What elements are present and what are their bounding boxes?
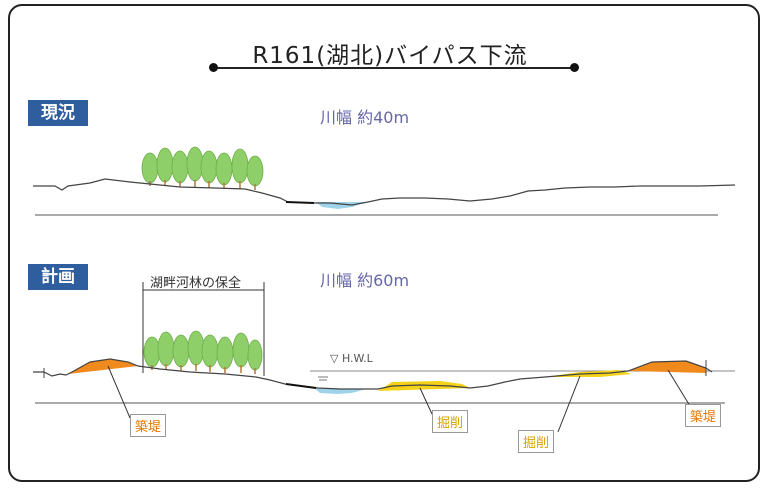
- current-river-width: 川幅 約40m: [320, 108, 410, 127]
- forest-preservation-label: 湖畔河林の保全: [150, 276, 242, 291]
- title-underline: [212, 67, 576, 69]
- plan-badge: 計画: [28, 264, 88, 290]
- excavation-1-fill: [378, 381, 470, 391]
- current-trees: [141, 146, 264, 190]
- left-embankment-label: 築堤: [130, 414, 167, 437]
- title-right-dot: [570, 63, 579, 72]
- forest-bracket: [142, 282, 265, 376]
- current-badge: 現況: [28, 100, 88, 126]
- right-embankment-label: 築堤: [685, 404, 722, 427]
- current-ground-line: [33, 178, 736, 206]
- plan-river-width: 川幅 約60m: [320, 271, 410, 290]
- current-water: [316, 202, 366, 209]
- diagram-frame: [8, 4, 760, 482]
- excavation-1-label: 掘削: [432, 410, 469, 433]
- plan-trees: [143, 330, 263, 374]
- label-leaders: [107, 365, 691, 433]
- diagram-title: R161(湖北)バイパス下流: [252, 43, 528, 69]
- hwl-label: ▽ H.W.L: [330, 352, 373, 365]
- left-embankment-fill: [68, 359, 138, 374]
- plan-ground-line: [33, 358, 713, 390]
- title-left-dot: [209, 63, 218, 72]
- excavation-2-label: 掘削: [518, 430, 555, 453]
